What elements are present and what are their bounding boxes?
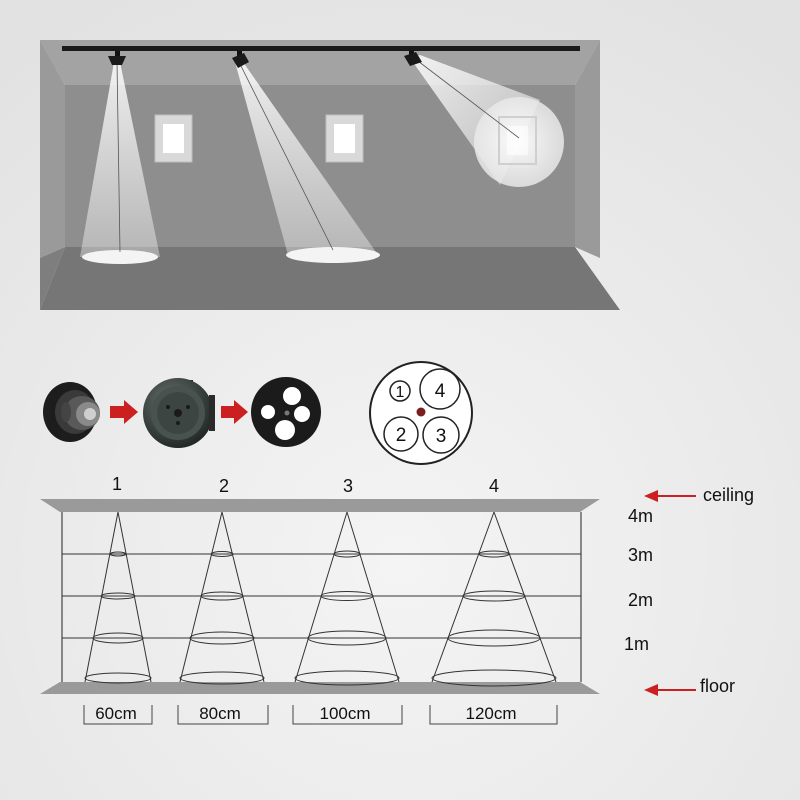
diameter-label-80cm: 80cm [199,704,241,723]
room-right-wall [575,40,600,258]
spotlight-head-photo [43,382,100,442]
picture-frame-left [154,114,193,163]
beam-cone-3 [294,511,400,686]
lens-wheel-center [416,407,426,417]
lens-position-label-4: 4 [435,381,446,402]
floor-label: floor [700,676,735,696]
distance-label-2m: 2m [628,590,653,610]
diameter-bracket-2 [177,705,269,725]
lens-position-schematic: 1 4 2 3 [369,361,473,465]
ceiling-arrow [644,490,696,502]
track-rail [62,46,580,51]
beam-cone-1 [84,511,152,684]
room-left-wall [40,40,65,258]
lens-change-steps [43,377,321,448]
room-floor-left [40,247,65,310]
floor-arrow [644,684,696,696]
light-beam-3 [410,55,564,187]
distance-label-3m: 3m [628,545,653,565]
cone-number-2: 2 [219,476,229,496]
lens-position-label-3: 3 [436,426,447,447]
diameter-label-60cm: 60cm [95,704,137,723]
lens-position-label-1: 1 [396,384,405,401]
lens-hole-1 [389,380,411,402]
diameter-label-120cm: 120cm [465,704,516,723]
light-beam-2 [235,61,380,263]
diameter-bracket-1 [83,705,153,725]
lens-hole-3 [422,416,460,454]
picture-frame-middle [325,114,364,163]
cone-number-1: 1 [112,474,122,494]
diameter-label-100cm: 100cm [319,704,370,723]
track-light-fixture-2 [232,51,249,68]
ceiling-label: ceiling [703,485,754,505]
room-floor [40,247,620,310]
diameter-bracket-3 [292,705,403,725]
room-illustration [40,40,620,310]
beam-spread-diagram: 1 2 3 4 4m 3m 2m 1m ceiling floor [40,474,754,725]
step-arrow-1 [110,400,138,424]
cone-number-3: 3 [343,476,353,496]
lens-hole-4 [419,368,461,410]
lens-holder-photo [143,378,215,448]
lens-hole-2 [383,416,419,452]
distance-label-1m: 1m [624,634,649,654]
light-beam-1 [80,61,160,264]
track-light-fixture-3 [404,51,422,66]
distance-label-4m: 4m [628,506,653,526]
cone-number-4: 4 [489,476,499,496]
beam-cone-4 [431,511,557,687]
lens-wheel-photo [251,377,321,447]
track-light-fixture-1 [108,51,126,65]
beam-cone-2 [179,511,265,685]
diameter-bracket-4 [429,705,558,725]
ceiling-plate [40,499,600,512]
step-arrow-2 [221,400,248,424]
lens-position-label-2: 2 [396,425,407,446]
